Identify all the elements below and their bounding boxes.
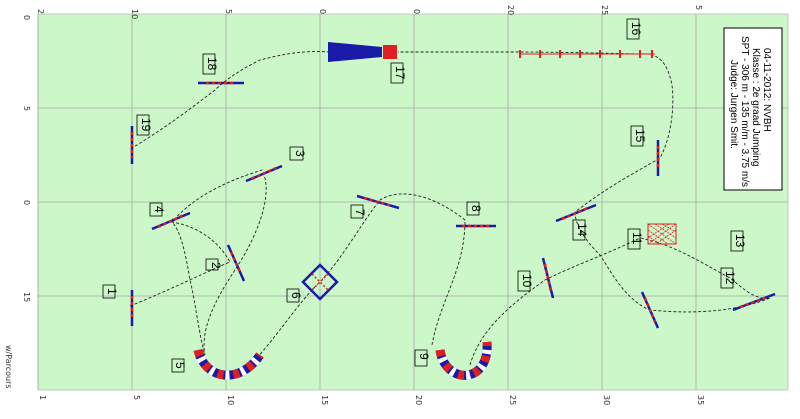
course-path — [129, 51, 771, 366]
ruler-bottom-label: 5 — [132, 395, 141, 400]
ruler-left-label: 0 — [22, 200, 31, 205]
ruler-top-label: 0 — [412, 9, 421, 14]
fence-label-14: 14 — [575, 223, 589, 237]
ruler-top-label: 0 — [318, 9, 327, 14]
fence-10 — [541, 257, 555, 299]
fence-5 — [193, 348, 264, 380]
ruler-top-label: 20 — [506, 5, 515, 15]
fence-label-7: 7 — [353, 209, 367, 216]
ruler-left-label: 15 — [22, 292, 31, 302]
ruler-top: 2 10 5 0 20 25 5 0 — [36, 5, 703, 19]
fence-9 — [435, 341, 492, 380]
fence-label-13: 13 — [733, 234, 747, 248]
info-line-2: Klasse : 2e graad Jumping — [750, 48, 761, 166]
fence-label-8: 8 — [469, 205, 483, 212]
arena-grid — [37, 14, 788, 390]
fence-label-11: 11 — [630, 232, 644, 245]
fence-label-16: 16 — [629, 22, 643, 36]
ruler-bottom: 1 5 10 15 20 25 30 35 — [38, 395, 705, 405]
ruler-left-label: 5 — [22, 106, 31, 111]
fence-label-3: 3 — [293, 150, 307, 157]
ruler-bottom-label: 10 — [226, 395, 235, 405]
ruler-bottom-label: 35 — [696, 395, 705, 405]
fence-label-6: 6 — [289, 292, 303, 299]
fence-label-15: 15 — [633, 129, 647, 143]
fence-label-9: 9 — [417, 353, 431, 360]
fence-11 — [647, 223, 677, 245]
fence-2 — [226, 244, 246, 282]
ruler-bottom-label: 20 — [414, 395, 423, 405]
fence-17 — [328, 42, 397, 62]
ruler-top-label: 25 — [600, 5, 609, 15]
fence-label-19: 19 — [139, 118, 153, 132]
ruler-bottom-label: 1 — [38, 395, 47, 400]
fence-label-boxes — [102, 18, 744, 373]
fence-labels: 1 2 3 4 5 6 7 8 9 10 11 12 13 14 15 16 1… — [105, 22, 747, 369]
course-info-panel: 04-11-2012: NVBH Klasse : 2e graad Jumpi… — [723, 27, 783, 191]
fence-label-18: 18 — [205, 57, 219, 71]
ruler-corner-label: w/Parcours — [4, 345, 13, 389]
fence-4 — [151, 211, 191, 231]
fence-6 — [301, 263, 339, 301]
fence-label-2: 2 — [209, 262, 223, 269]
ruler-left: 0 5 0 15 — [22, 15, 31, 302]
fence-label-12: 12 — [723, 271, 737, 285]
fence-14 — [555, 203, 597, 223]
fence-3 — [245, 164, 283, 183]
ruler-left-label: 0 — [22, 15, 31, 20]
ruler-bottom-label: 30 — [602, 395, 611, 405]
info-line-4: Judge: Jurgen Smit. — [728, 60, 739, 149]
fence-label-10: 10 — [520, 274, 534, 288]
ruler-top-label: 10 — [130, 9, 139, 19]
info-line-3: SPT - 306 m - 135 m/m - 3.75 m/s — [739, 36, 750, 187]
info-line-1: 04-11-2012: NVBH — [761, 48, 772, 132]
ruler-top-label: 5 — [694, 5, 703, 10]
fence-13 — [640, 291, 660, 329]
ruler-top-label: 2 — [36, 9, 45, 14]
ruler-bottom-label: 25 — [508, 395, 517, 405]
fence-12 — [732, 292, 776, 312]
fence-7 — [356, 194, 400, 210]
fence-label-5: 5 — [173, 362, 187, 369]
ruler-top-label: 5 — [224, 9, 233, 14]
fence-label-1: 1 — [105, 288, 119, 295]
fence-16 — [519, 50, 655, 58]
fence-label-17: 17 — [393, 66, 407, 80]
fence-label-4: 4 — [152, 206, 166, 213]
ruler-bottom-label: 15 — [320, 395, 329, 405]
